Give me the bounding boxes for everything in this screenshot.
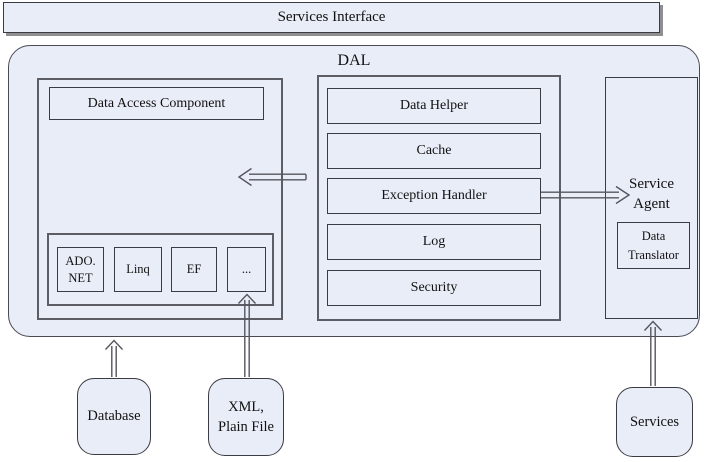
cache-box: Cache — [327, 133, 541, 169]
database-node: Database — [77, 378, 151, 455]
provider-box-ado-net: ADO. NET — [57, 247, 104, 292]
provider-box-ef: EF — [171, 247, 217, 292]
data-translator-box: Data Translator — [617, 222, 690, 269]
arrow-database-to-dal — [104, 339, 124, 377]
security-box: Security — [327, 270, 541, 306]
xml-plain-file-node: XML, Plain File — [208, 378, 284, 456]
log-box: Log — [327, 224, 541, 260]
provider-box-linq: Linq — [114, 247, 162, 292]
data-access-component-box: Data Access Component — [49, 87, 264, 120]
provider-box-other: ... — [227, 247, 266, 292]
exception-handler-box: Exception Handler — [327, 178, 541, 214]
services-interface-bar: Services Interface — [3, 2, 660, 33]
data-helper-box: Data Helper — [327, 88, 541, 124]
dal-label: DAL — [337, 52, 371, 69]
services-node: Services — [616, 387, 693, 457]
service-agent-label: Service Agent — [629, 176, 674, 213]
